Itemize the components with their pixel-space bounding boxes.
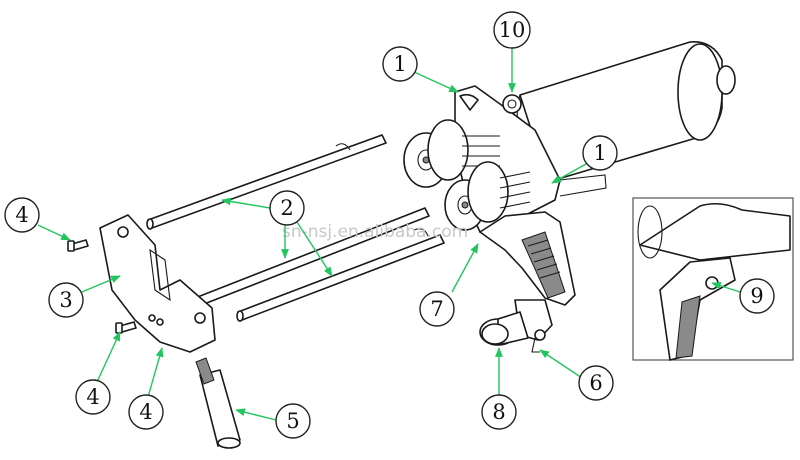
leader-lines [37, 47, 741, 421]
callout-label: 1 [393, 52, 406, 76]
handle-assembly [479, 211, 576, 306]
tie-rods [146, 134, 445, 322]
callout-10: 10 [493, 11, 531, 49]
pulley-assembly [403, 119, 531, 231]
callout-1-right: 1 [582, 135, 618, 171]
callout-label: 2 [280, 196, 293, 220]
callout-8: 8 [481, 394, 517, 430]
callout-6: 6 [578, 365, 614, 401]
callout-label: 4 [15, 203, 28, 227]
callout-label: 8 [492, 400, 505, 424]
watermark-text: sn-nsj.en.alibaba.com [282, 222, 468, 242]
callout-label: 9 [750, 284, 763, 308]
callout-label: 5 [286, 409, 299, 433]
callout-4-left: 4 [4, 197, 40, 233]
callout-2: 2 [269, 190, 305, 226]
callout-7: 7 [419, 291, 455, 327]
air-inlet-fitting [479, 299, 553, 353]
detail-inset [632, 197, 794, 361]
callout-5: 5 [275, 403, 311, 439]
callout-label: 10 [499, 18, 526, 42]
callout-label: 3 [59, 288, 72, 312]
callout-label: 6 [589, 371, 602, 395]
callout-label: 1 [593, 141, 606, 165]
nozzle [195, 357, 241, 449]
callout-label: 7 [430, 297, 443, 321]
callout-4-bottom: 4 [128, 394, 164, 430]
callout-label: 4 [139, 400, 152, 424]
callout-label: 4 [86, 385, 99, 409]
callout-4-bottom-left: 4 [75, 379, 111, 415]
callout-9: 9 [739, 278, 775, 314]
cartridge-barrel [516, 41, 736, 183]
callout-3: 3 [48, 282, 84, 318]
front-end-plate [99, 214, 216, 353]
callout-1-top: 1 [382, 46, 418, 82]
